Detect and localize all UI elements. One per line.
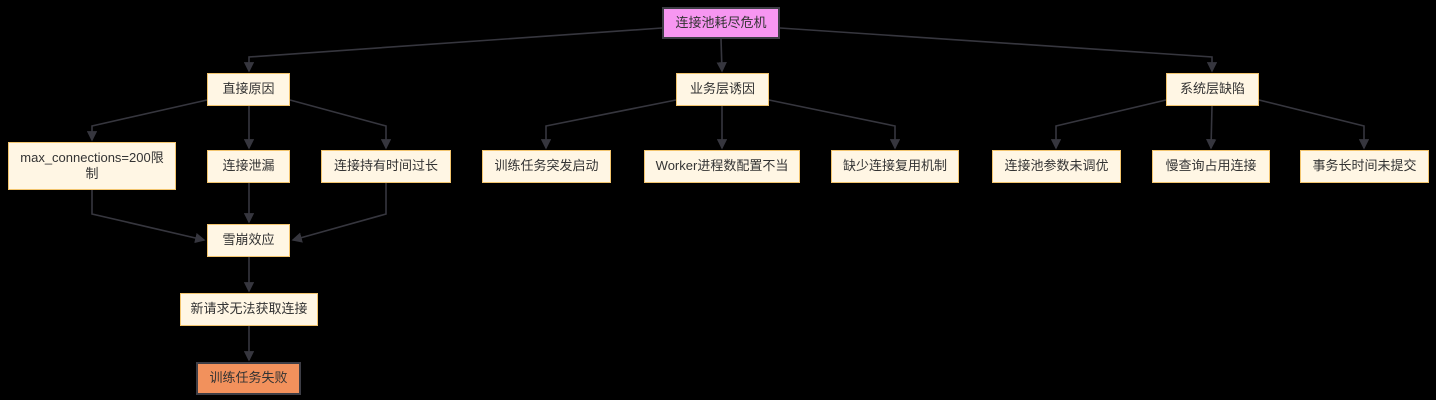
node-long-uncommitted-transaction: 事务长时间未提交 [1300,150,1429,183]
node-connection-pool-crisis: 连接池耗尽危机 [662,7,780,39]
node-slow-query-holds-connection: 慢查询占用连接 [1152,150,1270,183]
node-new-requests-cannot-get-connection: 新请求无法获取连接 [180,293,318,326]
edge-sys-slow [1206,105,1217,150]
edge-biz-burst [540,99,677,150]
edge-sys-pool [1050,99,1167,150]
node-connection-held-too-long: 连接持有时间过长 [321,150,451,183]
edge-root-direct [243,27,663,73]
node-pool-params-untuned: 连接池参数未调优 [992,150,1121,183]
edge-biz-reuse [768,99,901,150]
edge-direct-hold [289,99,392,150]
node-max-connections-limit: max_connections=200限制 [8,142,176,190]
node-business-layer-triggers: 业务层诱因 [676,73,769,106]
edge-maxconn-avalanche [91,190,206,244]
node-training-task-failure: 训练任务失败 [196,362,301,395]
edge-sys-txn [1258,99,1370,150]
node-no-connection-reuse: 缺少连接复用机制 [831,150,959,183]
edge-hold-avalanche [291,183,387,243]
edge-direct-maxconn [86,99,208,142]
node-direct-causes: 直接原因 [207,73,290,106]
node-worker-process-misconfig: Worker进程数配置不当 [644,150,800,183]
node-system-layer-defects: 系统层缺陷 [1166,73,1259,106]
edge-root-biz [716,38,727,73]
node-training-burst-start: 训练任务突发启动 [482,150,611,183]
node-connection-leak: 连接泄漏 [207,150,290,183]
edge-root-sys [779,27,1218,73]
node-avalanche-effect: 雪崩效应 [207,224,290,257]
